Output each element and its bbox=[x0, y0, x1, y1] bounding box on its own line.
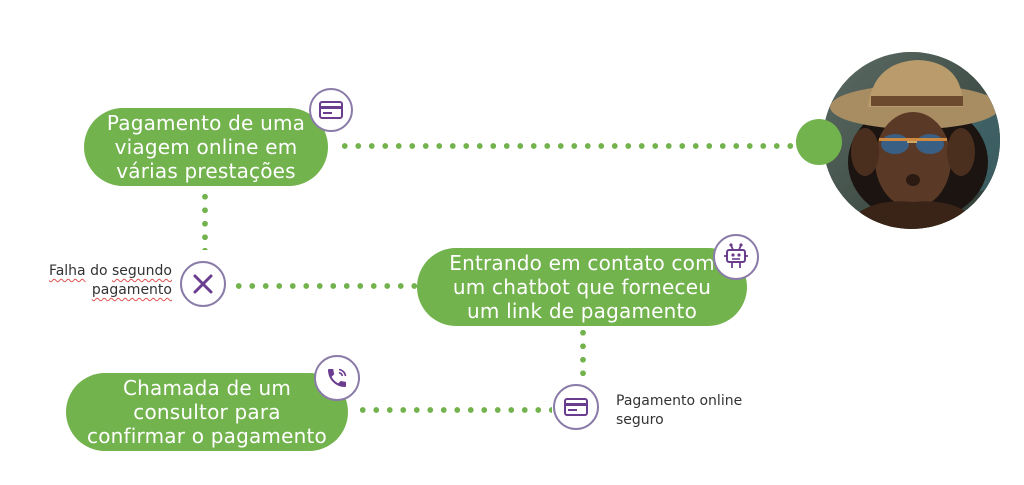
failure-caption-word3: segundo bbox=[112, 263, 172, 279]
failure-caption: Falha do segundo pagamento bbox=[32, 262, 172, 300]
connector-step1-to-photo bbox=[338, 143, 794, 149]
secure-payment-caption-line1: Pagamento online bbox=[616, 393, 743, 409]
credit-card-icon bbox=[564, 398, 588, 416]
failure-caption-word4: pagamento bbox=[91, 282, 172, 298]
phone-icon bbox=[328, 368, 347, 387]
step-consultant-call: Chamada de um consultor para confirmar o… bbox=[66, 373, 348, 451]
robot-icon bbox=[724, 243, 748, 268]
step-consultant-call-label: Chamada de um consultor para confirmar o… bbox=[87, 376, 327, 448]
failure-caption-word2: do bbox=[85, 263, 112, 279]
secure-payment-node bbox=[553, 384, 599, 430]
start-node-dot bbox=[796, 119, 842, 165]
traveler-photo bbox=[823, 52, 1000, 229]
connector-step2-to-secure bbox=[580, 326, 586, 382]
step-online-trip-payment-label: Pagamento de uma viagem online em várias… bbox=[106, 111, 306, 183]
failure-caption-word1: Falha bbox=[48, 263, 86, 279]
connector-secure-to-step3 bbox=[356, 407, 552, 413]
secure-payment-caption: Pagamento online seguro bbox=[616, 392, 776, 430]
connector-fail-to-step2 bbox=[232, 283, 418, 289]
step3-phone-badge bbox=[314, 355, 360, 401]
payment-failure-node bbox=[180, 261, 226, 307]
step2-robot-badge bbox=[713, 234, 759, 280]
credit-card-icon bbox=[319, 101, 343, 119]
step-online-trip-payment: Pagamento de uma viagem online em várias… bbox=[84, 108, 328, 186]
connector-step1-to-fail bbox=[202, 190, 208, 250]
step-chatbot-contact: Entrando em contato com um chatbot que f… bbox=[417, 248, 747, 326]
close-x-icon bbox=[193, 274, 213, 294]
secure-payment-caption-line2: seguro bbox=[616, 412, 664, 428]
step1-card-badge bbox=[309, 88, 353, 132]
step-chatbot-contact-label: Entrando em contato com um chatbot que f… bbox=[449, 251, 715, 323]
